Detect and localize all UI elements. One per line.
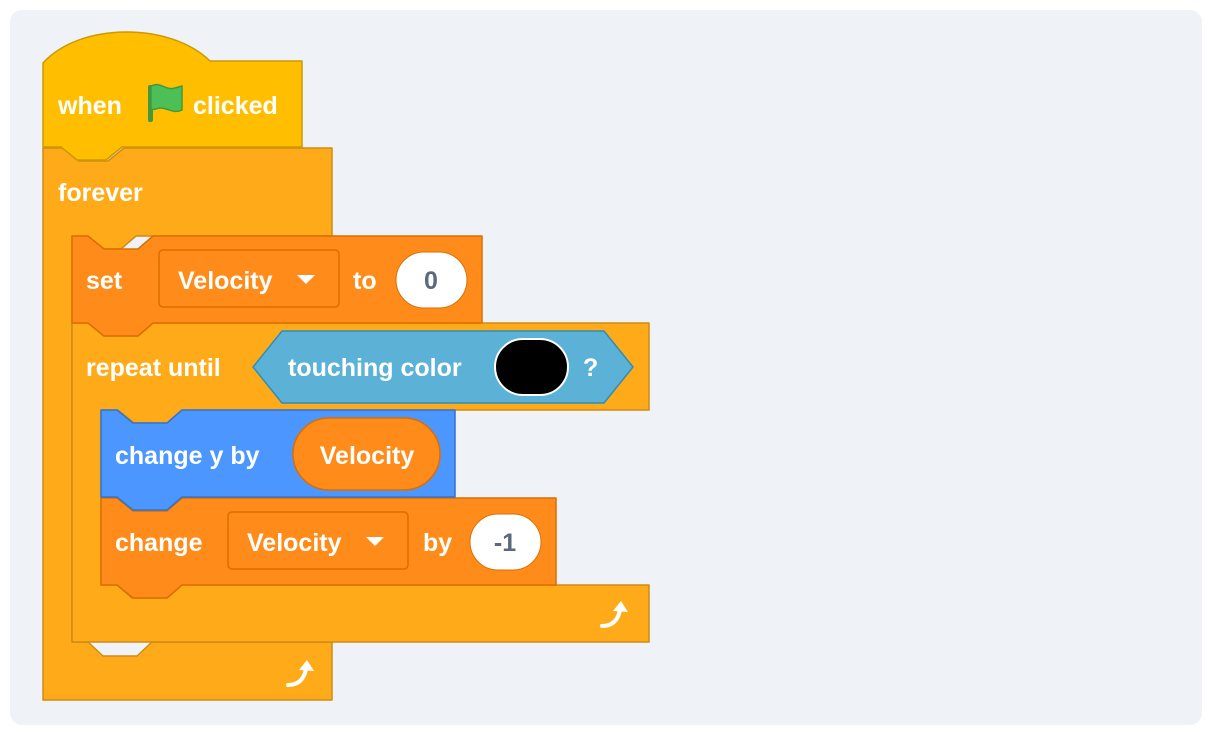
change-y-label: change y by: [115, 442, 260, 470]
change-variable-block[interactable]: change Velocity by -1: [100, 497, 557, 599]
hat-clicked-label: clicked: [193, 92, 278, 120]
dropdown-caret-icon: [297, 275, 315, 284]
question-mark: ?: [583, 354, 598, 382]
color-swatch[interactable]: [494, 338, 569, 396]
variable-dropdown[interactable]: [158, 249, 340, 308]
variable-dropdown[interactable]: [227, 511, 409, 570]
when-flag-clicked-block[interactable]: when clicked: [42, 31, 303, 161]
to-label: to: [353, 267, 377, 295]
value-input[interactable]: [395, 251, 468, 309]
variable-dropdown-label: Velocity: [178, 267, 273, 295]
value-input[interactable]: [469, 513, 542, 571]
variable-reporter-label: Velocity: [320, 442, 415, 470]
touching-color-label: touching color: [288, 354, 462, 382]
loop-arrow-icon: [286, 660, 314, 687]
green-flag-icon: [148, 83, 183, 122]
set-variable-block[interactable]: set Velocity to 0: [71, 235, 483, 337]
forever-label: forever: [58, 179, 143, 207]
change-label: change: [115, 529, 203, 557]
dropdown-caret-icon: [366, 537, 384, 546]
by-label: by: [423, 529, 452, 557]
hat-when-label: when: [57, 92, 122, 120]
value-input-text: -1: [494, 529, 516, 557]
loop-arrow-icon: [600, 601, 628, 628]
repeat-until-label: repeat until: [86, 354, 221, 382]
touching-color-block[interactable]: touching color ?: [252, 330, 634, 404]
change-y-block[interactable]: change y by Velocity: [100, 409, 456, 511]
set-label: set: [86, 267, 123, 295]
variable-dropdown-label: Velocity: [247, 529, 342, 557]
variable-reporter[interactable]: [292, 417, 441, 491]
value-input-text: 0: [424, 267, 438, 295]
